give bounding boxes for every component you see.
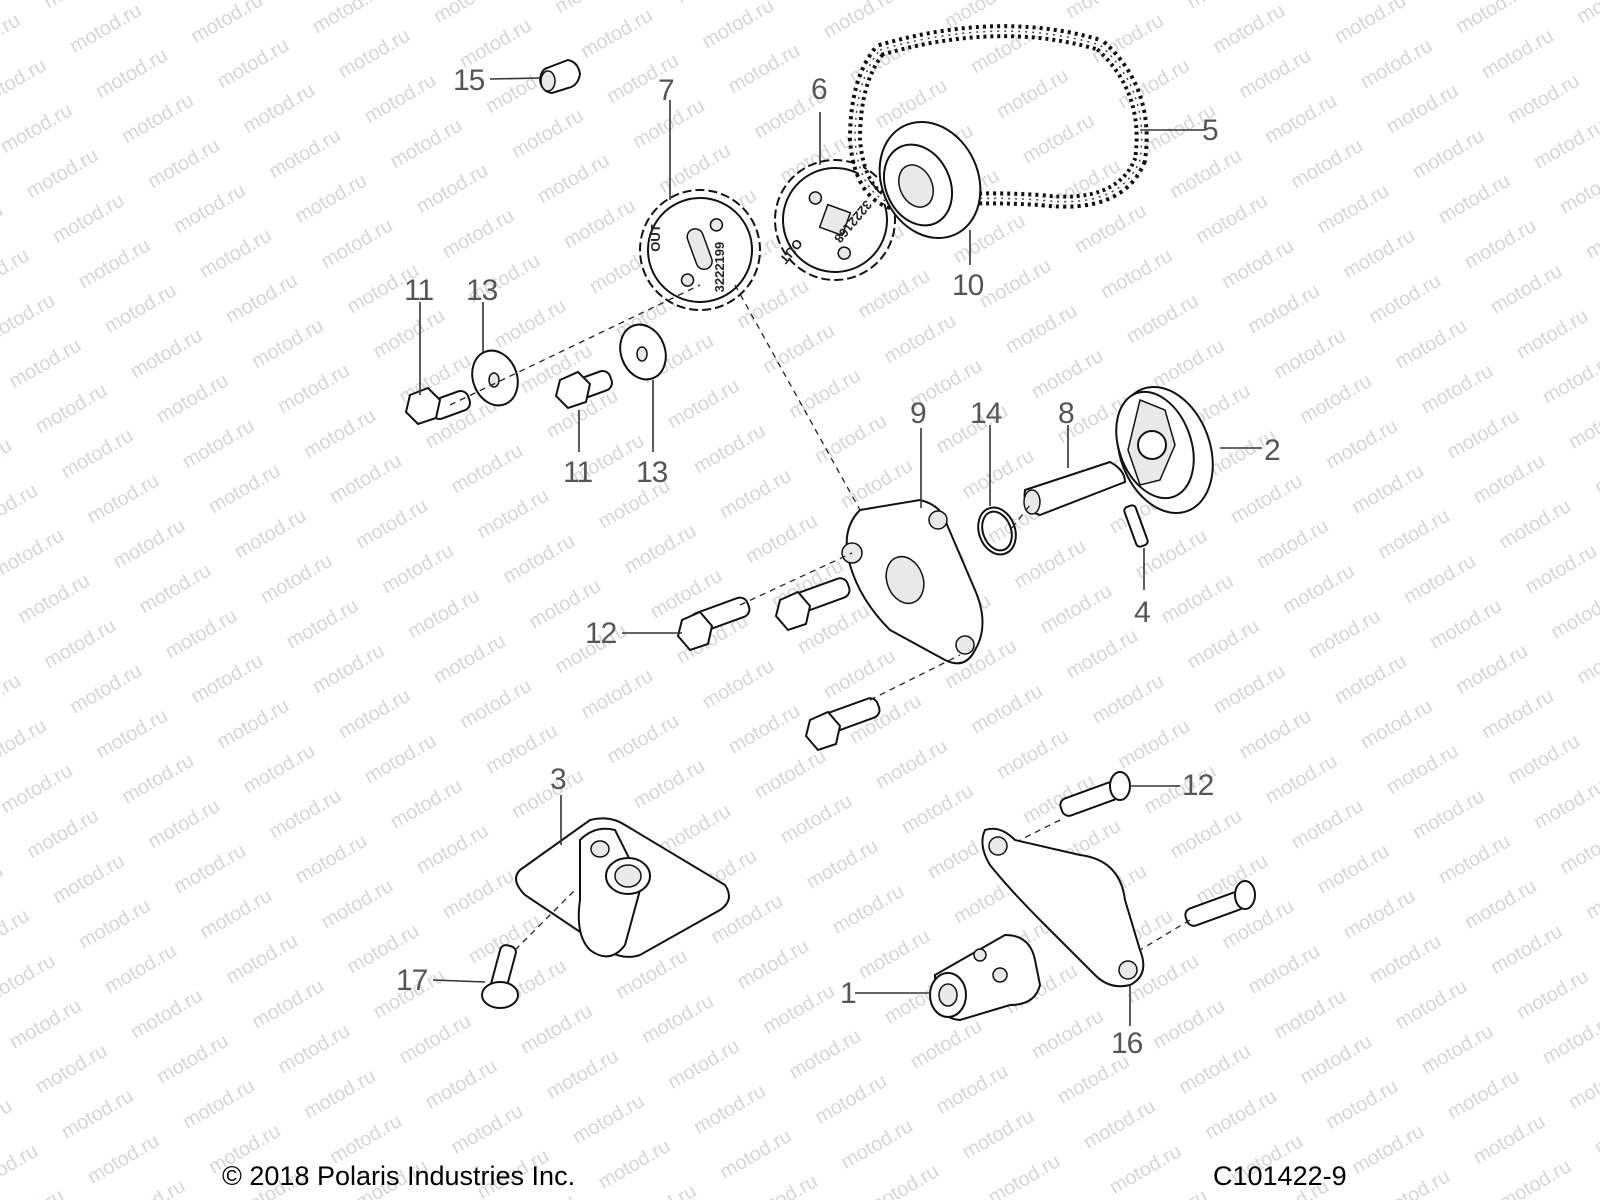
- bolt-part-12b: [1059, 771, 1180, 817]
- callout-8: 8: [1058, 397, 1075, 430]
- bolt-part-17: [432, 944, 519, 1009]
- washer-part-13b: [619, 323, 667, 452]
- bolt-part-12e: [1184, 880, 1256, 927]
- callout-1: 1: [840, 977, 857, 1010]
- callout-3: 3: [550, 763, 567, 796]
- callout-12a: 12: [585, 617, 617, 650]
- drawing-number: C101422-9: [1213, 1161, 1347, 1191]
- callout-14: 14: [970, 397, 1002, 430]
- relief-cover-part-16: [981, 827, 1145, 1026]
- callout-6: 6: [811, 73, 828, 106]
- dowel-part-15: [489, 58, 582, 95]
- callout-2: 2: [1264, 434, 1281, 467]
- pump-cover-part-9: [841, 428, 984, 665]
- callout-15: 15: [453, 64, 485, 97]
- callout-13a: 13: [466, 274, 498, 307]
- callout-4: 4: [1134, 596, 1151, 629]
- roller-part-10: [878, 120, 982, 265]
- chain-part-5: [847, 24, 1205, 213]
- bolt-part-12a: [622, 596, 751, 652]
- svg-text:OUT: OUT: [648, 224, 663, 252]
- washer-part-13a: [471, 302, 519, 407]
- callout-11b: 11: [563, 456, 593, 489]
- callout-9: 9: [910, 397, 927, 430]
- bolt-part-11a: [404, 302, 471, 426]
- callout-7: 7: [658, 74, 675, 107]
- svg-text:3222199: 3222199: [712, 242, 727, 293]
- relief-valve-part-1: [855, 933, 1042, 1022]
- callout-10: 10: [952, 269, 984, 302]
- callout-5: 5: [1202, 114, 1219, 147]
- callout-12b: 12: [1182, 769, 1214, 802]
- callout-16: 16: [1111, 1027, 1143, 1060]
- bolt-part-11b: [554, 370, 613, 452]
- o-ring-part-14: [977, 425, 1031, 556]
- rotor-part-2: [1115, 386, 1262, 514]
- pin-part-4: [1123, 504, 1149, 590]
- tensioner-part-3: [515, 795, 730, 958]
- callout-13b: 13: [636, 456, 668, 489]
- callout-11a: 11: [404, 274, 434, 307]
- callout-17: 17: [396, 964, 428, 997]
- bolt-part-12d: [804, 697, 881, 752]
- bolt-part-12c: [774, 577, 851, 632]
- sprocket-part-7: OUT 3222199: [639, 189, 761, 311]
- shaft-part-8: [1023, 425, 1127, 517]
- copyright-text: © 2018 Polaris Industries Inc.: [222, 1161, 576, 1191]
